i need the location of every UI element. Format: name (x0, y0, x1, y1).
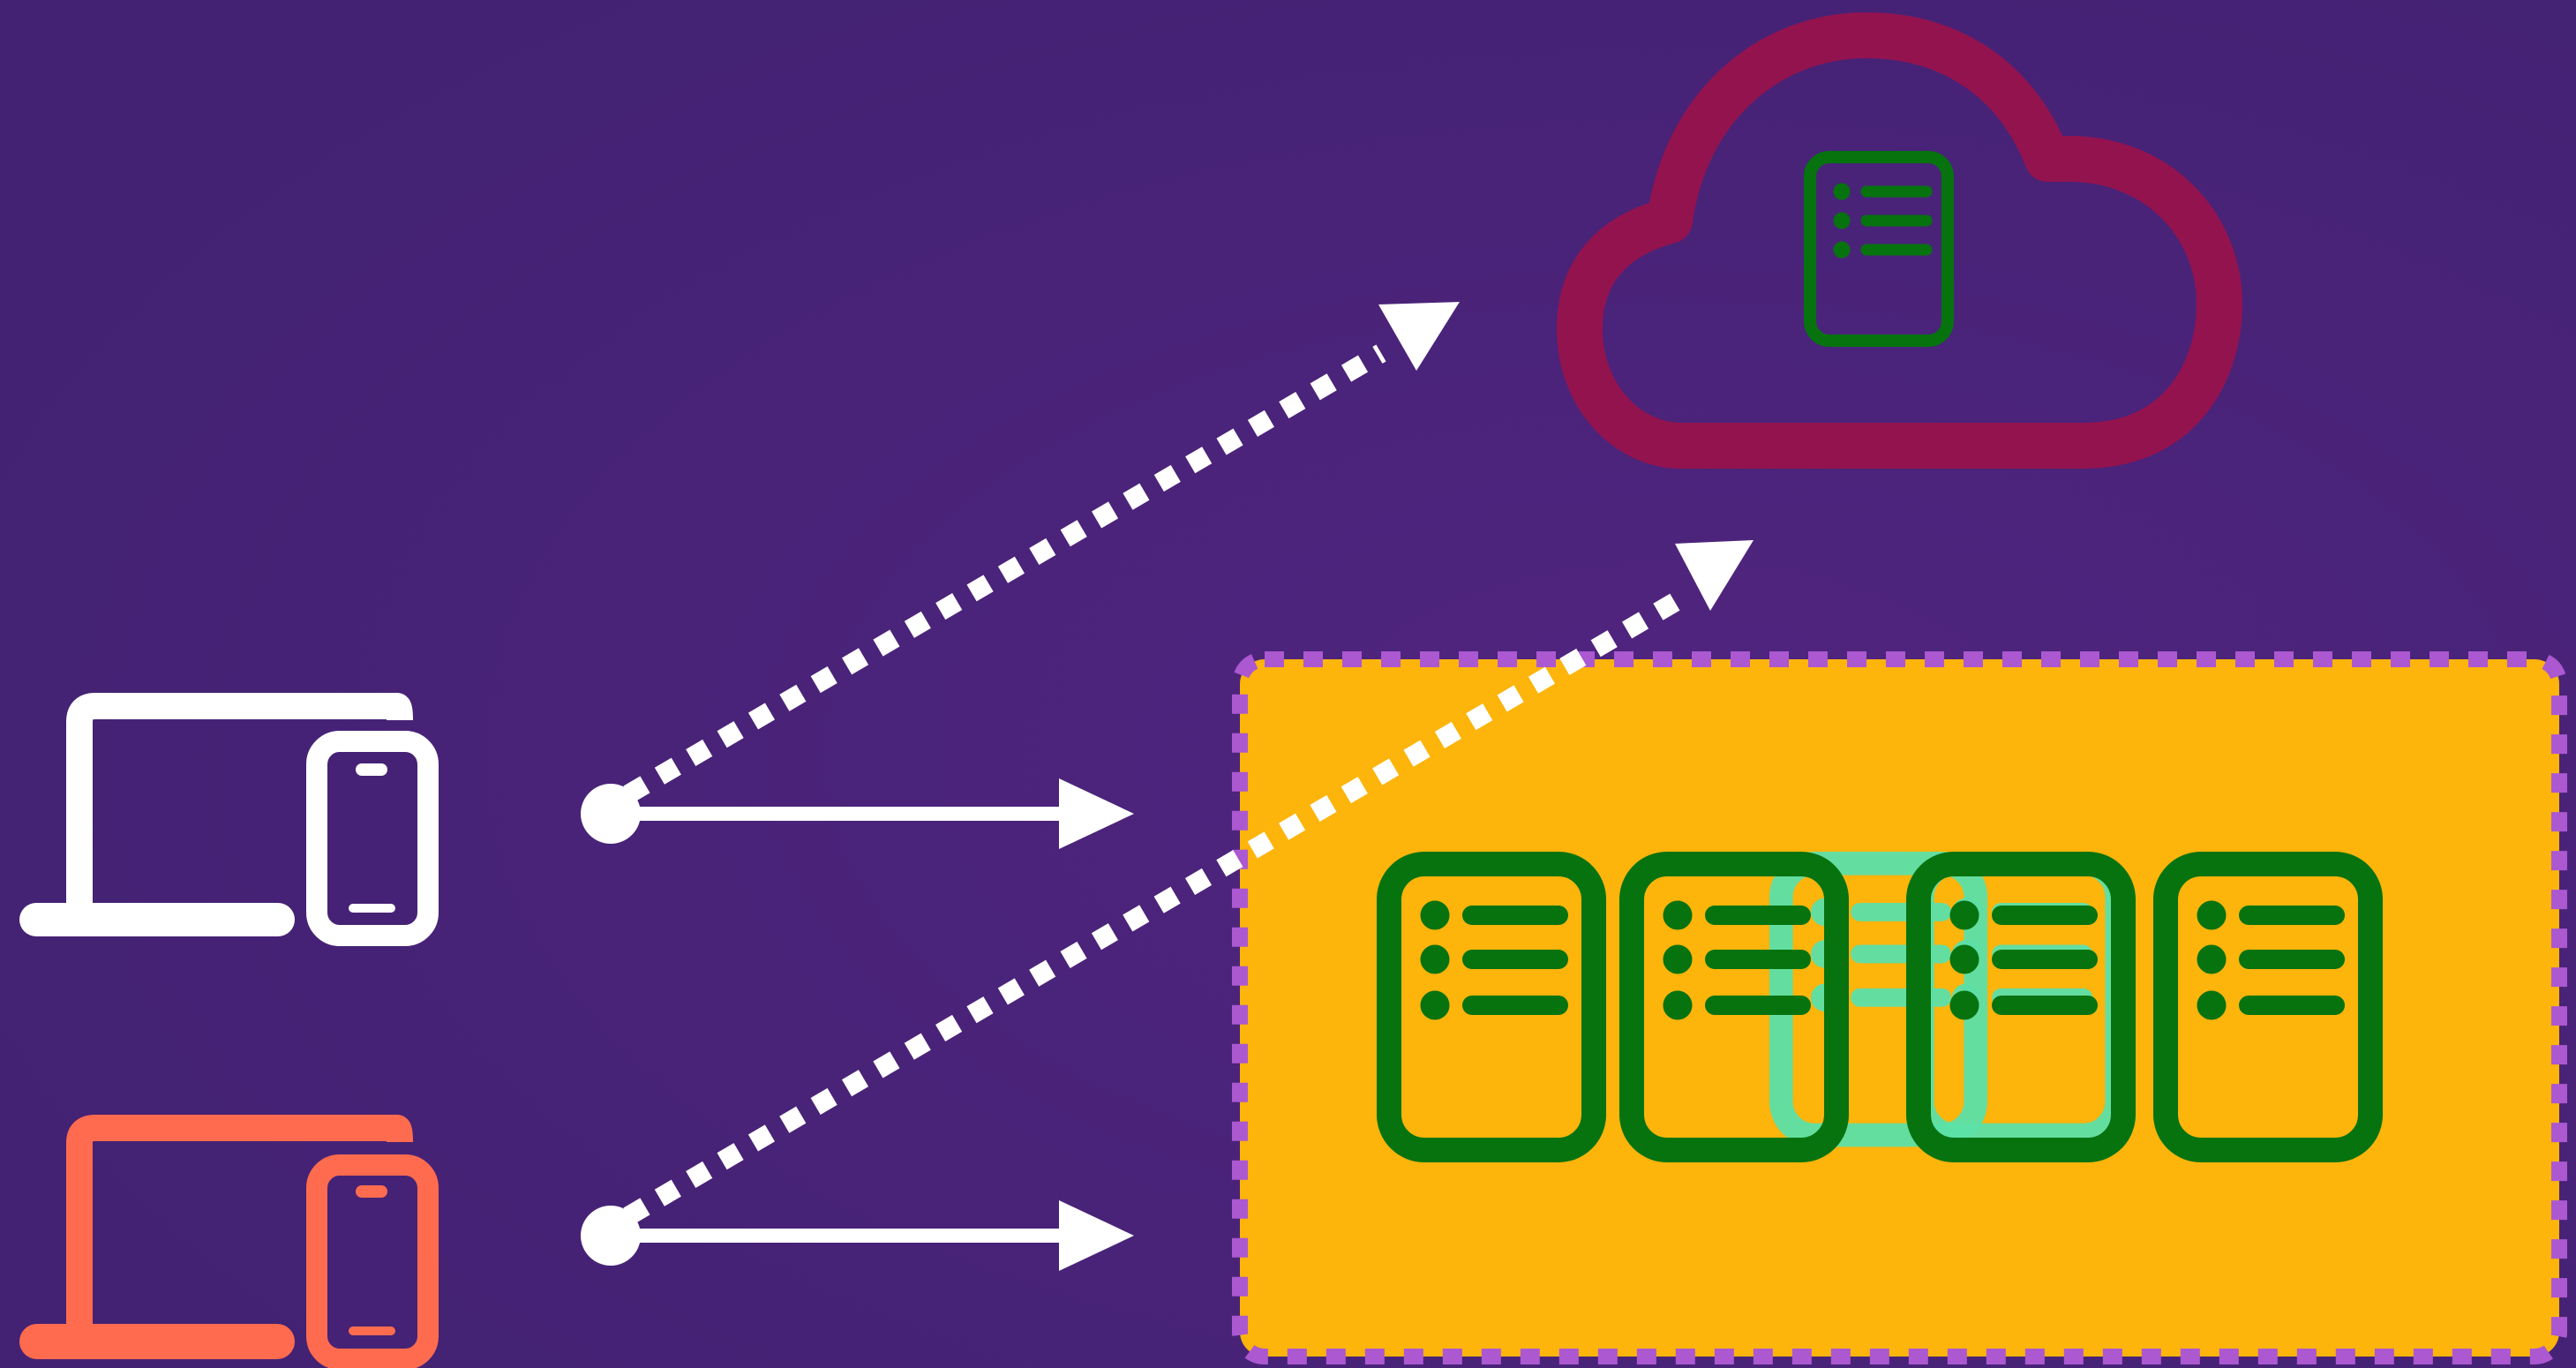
arrow-white-to-cloud (623, 302, 1460, 803)
client-group-white (19, 693, 439, 946)
phone-icon (306, 1154, 439, 1368)
phone-icon (306, 731, 439, 946)
arrow-white-to-cluster (581, 778, 1134, 849)
on-prem-cluster (1232, 651, 2567, 1364)
arrow-orange-to-cloud-link (623, 540, 1754, 1225)
on-prem-box (1232, 651, 2567, 1364)
laptop-icon (19, 1115, 413, 1359)
client-group-orange (19, 1115, 439, 1368)
cloud-icon (1557, 12, 2242, 469)
arrow-orange-to-cluster (581, 1200, 1134, 1271)
laptop-icon (19, 693, 413, 936)
